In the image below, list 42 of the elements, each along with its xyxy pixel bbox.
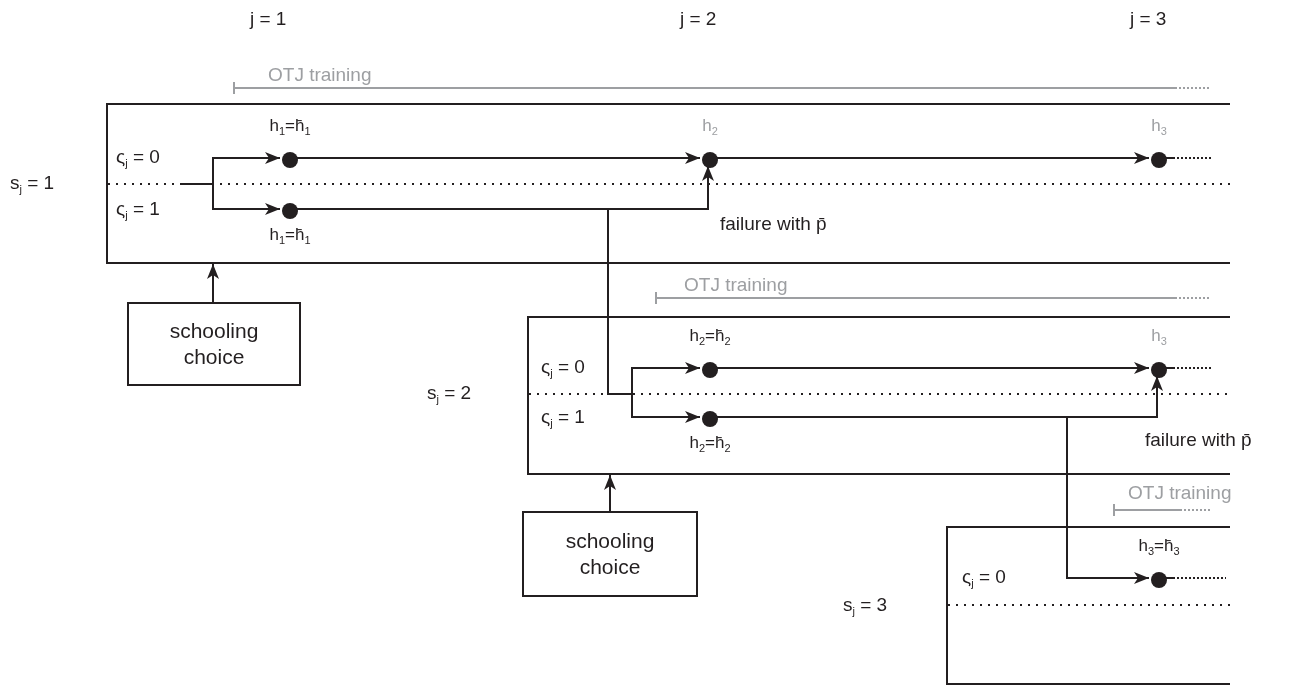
value-label: h$_{2}$=h̄$_{2}$ bbox=[689, 326, 731, 346]
value-label: h$_{1}$=h̄$_{1}$ bbox=[269, 225, 311, 245]
process-box: schooling choice bbox=[127, 302, 301, 386]
state-dot bbox=[282, 203, 298, 219]
value-label: h$_{3}$ bbox=[1151, 116, 1167, 136]
state-dot bbox=[1151, 152, 1167, 168]
state-dot bbox=[702, 362, 718, 378]
branch-label: ς$_{j}$ = 0 bbox=[541, 356, 585, 378]
panel-frame bbox=[946, 526, 1230, 685]
continuation-line bbox=[1164, 157, 1213, 159]
value-label: h$_{1}$=h̄$_{1}$ bbox=[269, 116, 311, 136]
state-dot bbox=[1151, 572, 1167, 588]
training-label: OTJ training bbox=[1128, 482, 1232, 504]
training-label: OTJ training bbox=[684, 274, 788, 296]
process-box: schooling choice bbox=[522, 511, 698, 597]
column-heading: j = 2 bbox=[680, 8, 717, 30]
state-dot bbox=[702, 411, 718, 427]
continuation-line bbox=[1164, 577, 1227, 579]
value-label: h$_{2}$ bbox=[702, 116, 718, 136]
training-label: OTJ training bbox=[268, 64, 372, 86]
branch-label: ς$_{j}$ = 1 bbox=[541, 406, 585, 428]
branch-label: ς$_{j}$ = 0 bbox=[962, 566, 1006, 588]
arrow bbox=[295, 152, 701, 164]
column-heading: j = 1 bbox=[250, 8, 287, 30]
continuation-line bbox=[1164, 367, 1213, 369]
value-label: h$_{2}$=h̄$_{2}$ bbox=[689, 433, 731, 453]
arrow bbox=[715, 362, 1150, 374]
row-label: s$_{j}$ = 3 bbox=[843, 594, 888, 616]
branch-label: ς$_{j}$ = 1 bbox=[116, 198, 160, 220]
branch-label: ς$_{j}$ = 0 bbox=[116, 146, 160, 168]
column-heading: j = 3 bbox=[1130, 8, 1167, 30]
row-label: s$_{j}$ = 1 bbox=[10, 172, 55, 194]
value-label: h$_{3}$ bbox=[1151, 326, 1167, 346]
state-dot bbox=[1151, 362, 1167, 378]
state-dot bbox=[702, 152, 718, 168]
state-dot bbox=[282, 152, 298, 168]
arrow bbox=[715, 152, 1150, 164]
arrow bbox=[179, 183, 281, 215]
arrow bbox=[207, 263, 219, 303]
arrow bbox=[604, 474, 616, 512]
value-label: h$_{3}$=h̄$_{3}$ bbox=[1138, 536, 1180, 556]
row-label: s$_{j}$ = 2 bbox=[427, 382, 472, 404]
